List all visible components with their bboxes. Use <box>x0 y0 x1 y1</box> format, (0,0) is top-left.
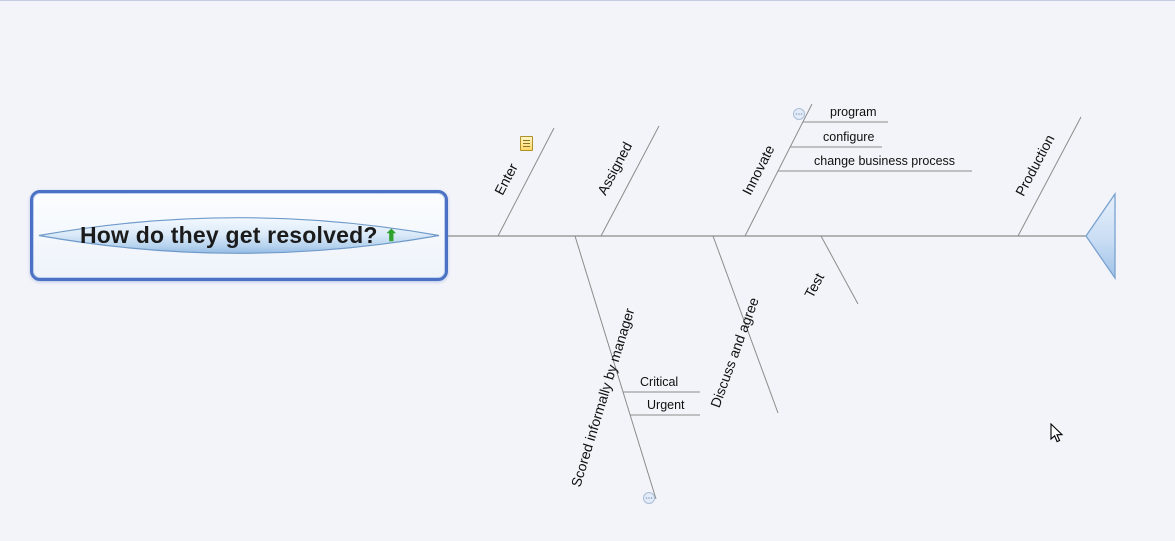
branch-line-discuss <box>712 235 779 414</box>
subtopic-label-critical[interactable]: Critical <box>640 375 679 389</box>
subtopic-label-urgent[interactable]: Urgent <box>647 398 685 412</box>
fishbone-tail <box>1085 191 1116 281</box>
main-topic-node[interactable]: How do they get resolved? ⬆ <box>30 190 448 281</box>
subtopic-label-change-business-process[interactable]: change business process <box>814 154 956 168</box>
main-topic-label: How do they get resolved? <box>79 222 378 248</box>
branch-line-innovate <box>744 103 813 237</box>
fish-head-shape <box>38 217 440 254</box>
branch-line-test <box>820 235 859 305</box>
green-up-arrow-icon[interactable]: ⬆ <box>384 227 399 245</box>
note-icon[interactable] <box>520 136 533 151</box>
mouse-cursor <box>1050 423 1064 443</box>
collapse-indicator-scored[interactable] <box>643 492 655 504</box>
branch-line-assigned <box>600 125 660 237</box>
branch-line-production <box>1017 116 1082 237</box>
branch-line-enter <box>497 127 555 237</box>
subtopic-label-configure[interactable]: configure <box>823 130 875 144</box>
main-topic-content: How do they get resolved? ⬆ <box>33 193 445 278</box>
branch-line-scored <box>574 235 657 500</box>
subtopic-label-program[interactable]: program <box>830 105 877 119</box>
collapse-indicator-innovate[interactable] <box>793 108 805 120</box>
window-edge-line <box>0 0 1175 1</box>
